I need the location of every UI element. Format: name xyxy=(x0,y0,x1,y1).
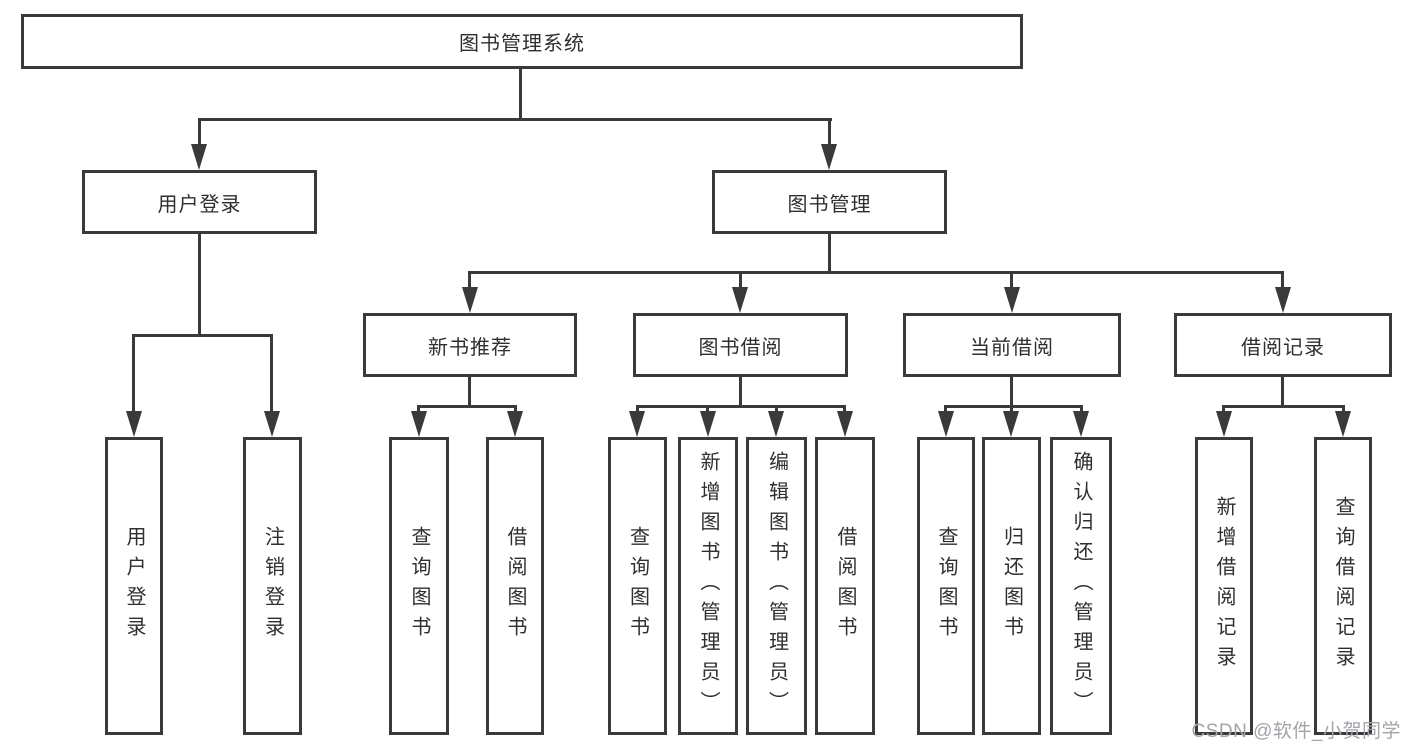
connector-line xyxy=(132,334,273,337)
node-book-borrow-label: 图书借阅 xyxy=(698,336,783,359)
leaf-query-books-borrow: 查询图书 xyxy=(608,437,667,735)
leaf-label: 新增借阅记录 xyxy=(1213,496,1235,676)
leaf-label: 归还图书 xyxy=(1000,526,1023,646)
connector-line xyxy=(519,69,522,120)
arrow-down-icon xyxy=(1003,411,1019,437)
arrow-down-icon xyxy=(462,287,478,313)
arrow-down-icon xyxy=(700,411,716,437)
connector-line xyxy=(739,377,742,408)
connector-line xyxy=(198,118,201,146)
leaf-query-books-current: 查询图书 xyxy=(917,437,975,735)
arrow-down-icon xyxy=(1275,287,1291,313)
connector-line xyxy=(828,118,831,146)
leaf-user-login: 用户登录 xyxy=(105,437,163,735)
leaf-edit-book-admin: 编辑图书（管理员） xyxy=(746,437,807,735)
connector-line xyxy=(132,334,135,413)
connector-line xyxy=(739,271,742,291)
leaf-add-borrow-record: 新增借阅记录 xyxy=(1195,437,1253,735)
leaf-return-book: 归还图书 xyxy=(982,437,1041,735)
arrow-down-icon xyxy=(821,144,837,170)
arrow-down-icon xyxy=(507,411,523,437)
connector-line xyxy=(270,334,273,413)
leaf-label: 注销登录 xyxy=(261,526,284,646)
connector-line xyxy=(1222,405,1345,408)
leaf-label: 查询图书 xyxy=(408,526,430,646)
arrow-down-icon xyxy=(411,411,427,437)
leaf-label: 借阅图书 xyxy=(504,526,526,646)
leaf-query-books-recommend: 查询图书 xyxy=(389,437,449,735)
arrow-down-icon xyxy=(629,411,645,437)
arrow-down-icon xyxy=(1004,287,1020,313)
leaf-label: 查询图书 xyxy=(935,526,957,646)
arrow-down-icon xyxy=(732,287,748,313)
node-book-management: 图书管理 xyxy=(712,170,947,234)
arrow-down-icon xyxy=(837,411,853,437)
connector-line xyxy=(636,405,846,408)
arrow-down-icon xyxy=(938,411,954,437)
node-new-book-recommend-label: 新书推荐 xyxy=(428,336,512,359)
leaf-add-book-admin: 新增图书（管理员） xyxy=(678,437,738,735)
arrow-down-icon xyxy=(768,411,784,437)
leaf-logout: 注销登录 xyxy=(243,437,302,735)
csdn-watermark: CSDN @软件_小贺同学 xyxy=(1191,721,1401,742)
leaf-label: 用户登录 xyxy=(123,526,145,646)
node-current-borrow: 当前借阅 xyxy=(903,313,1121,377)
node-book-management-label: 图书管理 xyxy=(787,193,872,216)
arrow-down-icon xyxy=(264,411,280,437)
leaf-query-borrow-record: 查询借阅记录 xyxy=(1314,437,1372,735)
node-user-login: 用户登录 xyxy=(82,170,317,234)
leaf-confirm-return-admin: 确认归还（管理员） xyxy=(1050,437,1112,735)
leaf-borrow-books-recommend: 借阅图书 xyxy=(486,437,544,735)
connector-line xyxy=(468,271,471,291)
leaf-label: 查询借阅记录 xyxy=(1332,496,1354,676)
arrow-down-icon xyxy=(1073,411,1089,437)
arrow-down-icon xyxy=(191,144,207,170)
node-root-label: 图书管理系统 xyxy=(459,33,585,55)
node-book-borrow: 图书借阅 xyxy=(633,313,848,377)
leaf-label: 确认归还（管理员） xyxy=(1070,451,1092,721)
arrow-down-icon xyxy=(1216,411,1232,437)
leaf-borrow-books-borrow: 借阅图书 xyxy=(815,437,875,735)
leaf-label: 编辑图书（管理员） xyxy=(765,451,788,721)
leaf-label: 借阅图书 xyxy=(834,526,856,646)
connector-line xyxy=(468,271,1284,274)
connector-line xyxy=(944,405,1083,408)
connector-line xyxy=(1281,377,1284,408)
connector-line xyxy=(1281,271,1284,291)
connector-line xyxy=(1010,271,1013,291)
leaf-label: 新增图书（管理员） xyxy=(697,451,719,721)
arrow-down-icon xyxy=(1335,411,1351,437)
arrow-down-icon xyxy=(126,411,142,437)
connector-line xyxy=(828,234,831,274)
node-user-login-label: 用户登录 xyxy=(157,193,242,216)
connector-line xyxy=(417,405,517,408)
node-borrow-records-label: 借阅记录 xyxy=(1241,336,1325,359)
connector-line xyxy=(198,233,201,336)
node-borrow-records: 借阅记录 xyxy=(1174,313,1392,377)
connector-line xyxy=(1010,377,1013,408)
node-new-book-recommend: 新书推荐 xyxy=(363,313,577,377)
connector-line xyxy=(198,118,832,121)
node-root: 图书管理系统 xyxy=(21,14,1023,69)
leaf-label: 查询图书 xyxy=(626,526,649,646)
connector-line xyxy=(468,377,471,408)
node-current-borrow-label: 当前借阅 xyxy=(970,336,1054,359)
